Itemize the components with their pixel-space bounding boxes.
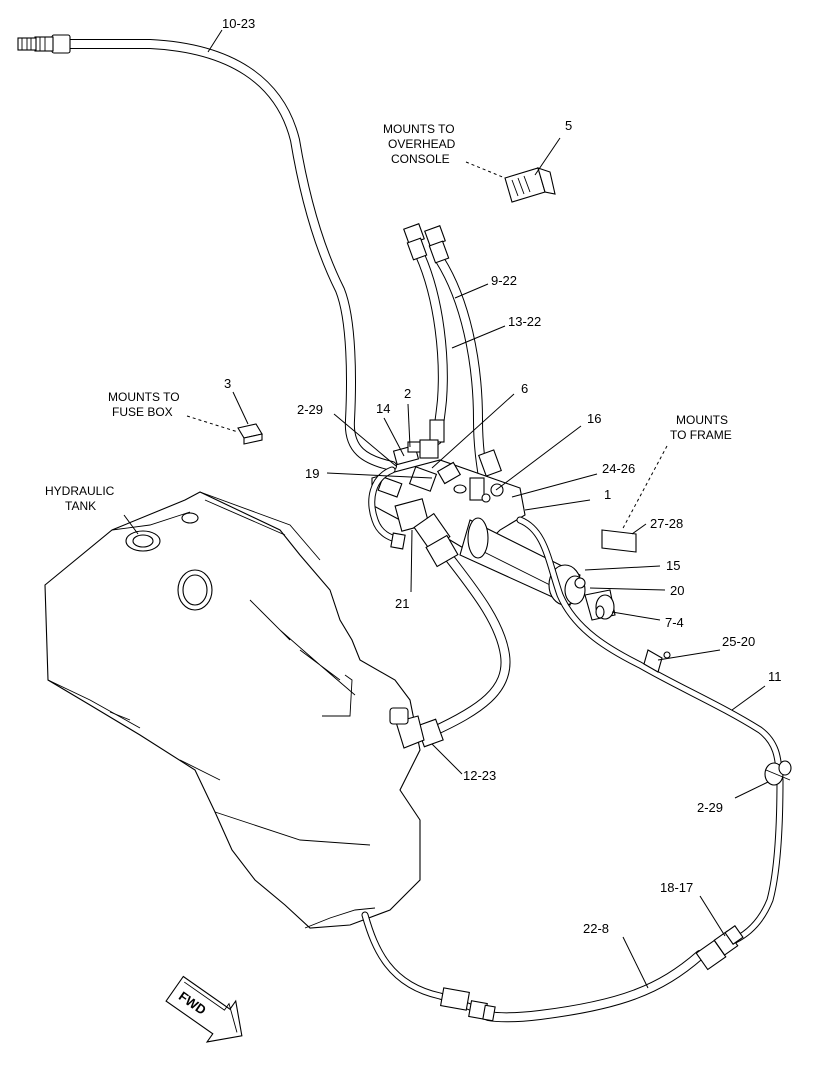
- callout-18-17: 18-17: [660, 880, 693, 895]
- clamp-25-20: [643, 649, 671, 673]
- callout-16: 16: [587, 411, 601, 426]
- callout-5: 5: [565, 118, 572, 133]
- note-frame-1: MOUNTS: [676, 413, 728, 427]
- callout-2-29-right: 2-29: [697, 800, 723, 815]
- callout-24-26: 24-26: [602, 461, 635, 476]
- callout-21: 21: [395, 596, 409, 611]
- callout-2: 2: [404, 386, 411, 401]
- hose-end-fittings-top: [403, 223, 450, 443]
- hose-13-22: [415, 250, 448, 445]
- callout-19: 19: [305, 466, 319, 481]
- callout-9-22: 9-22: [491, 273, 517, 288]
- note-frame-2: TO FRAME: [670, 428, 732, 442]
- note-fuse-box-1: MOUNTS TO: [108, 390, 180, 404]
- callout-13-22: 13-22: [508, 314, 541, 329]
- callout-27-28: 27-28: [650, 516, 683, 531]
- callout-20: 20: [670, 583, 684, 598]
- callout-3: 3: [224, 376, 231, 391]
- hydraulic-tank: [44, 491, 421, 929]
- callout-1: 1: [604, 487, 611, 502]
- clamp-2-29-right: [764, 760, 792, 786]
- callout-22-8: 22-8: [583, 921, 609, 936]
- note-overhead-console-1: MOUNTS TO: [383, 122, 455, 136]
- callout-14: 14: [376, 401, 390, 416]
- hose-12-23: [389, 534, 511, 749]
- callout-7-4: 7-4: [665, 615, 684, 630]
- part-3-fuse-box-connector: [237, 423, 263, 445]
- tube-11: [516, 516, 784, 944]
- callout-2-29-top: 2-29: [297, 402, 323, 417]
- callout-11: 11: [768, 669, 782, 684]
- callout-labels: 10-23 5 MOUNTS TO OVERHEAD CONSOLE 9-22 …: [45, 16, 782, 936]
- note-overhead-console-3: CONSOLE: [391, 152, 450, 166]
- hose-10-23: [17, 34, 397, 471]
- callout-10-23: 10-23: [222, 16, 255, 31]
- note-overhead-console-2: OVERHEAD: [388, 137, 456, 151]
- callout-25-20: 25-20: [722, 634, 755, 649]
- valve-cylinder-assembly: [368, 439, 616, 621]
- callout-15: 15: [666, 558, 680, 573]
- note-hydraulic-tank-2: TANK: [65, 499, 96, 513]
- part-5-bracket: [504, 167, 556, 203]
- hose-22-8: [361, 911, 705, 1023]
- note-fuse-box-2: FUSE BOX: [112, 405, 173, 419]
- fitting-18-17: [695, 925, 744, 971]
- forward-direction-arrow: FWD: [165, 975, 243, 1043]
- part-27-28-plate: [601, 529, 637, 553]
- fitting-tank-bottom: [439, 987, 496, 1022]
- callout-12-23: 12-23: [463, 768, 496, 783]
- leader-lines: [123, 29, 769, 989]
- note-hydraulic-tank-1: HYDRAULIC: [45, 484, 115, 498]
- callout-6: 6: [521, 381, 528, 396]
- hose-9-22: [435, 255, 490, 495]
